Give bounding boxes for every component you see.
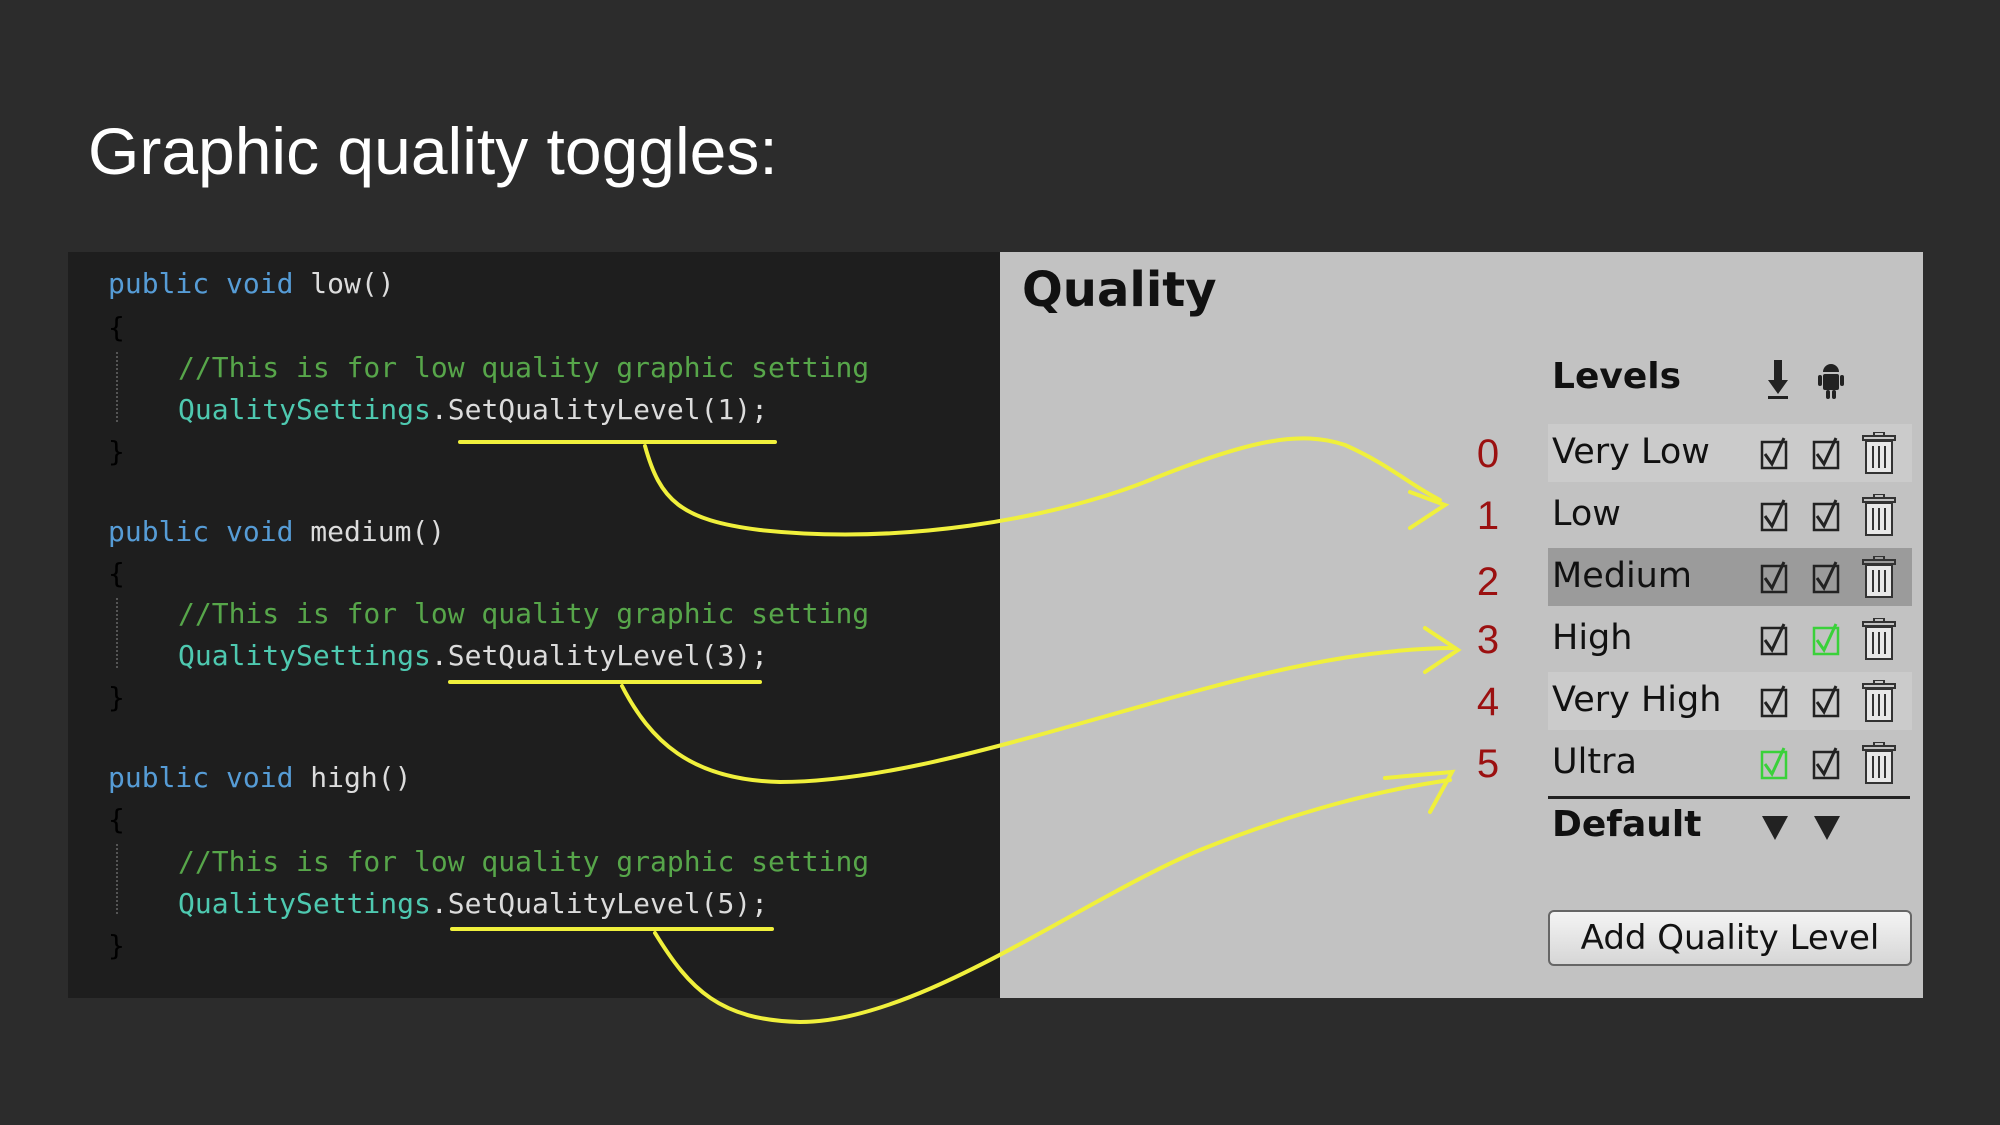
- standalone-checkbox[interactable]: [1760, 684, 1790, 718]
- android-checkbox[interactable]: [1812, 560, 1842, 594]
- arrowhead: [1423, 626, 1462, 674]
- quality-title: Quality: [1022, 262, 1217, 318]
- level-index: 1: [1476, 494, 1500, 538]
- quality-level-row[interactable]: Low: [1548, 486, 1912, 544]
- standalone-checkbox[interactable]: [1760, 498, 1790, 532]
- level-index: 4: [1476, 680, 1500, 724]
- default-label: Default: [1552, 804, 1702, 845]
- level-name: High: [1552, 618, 1633, 658]
- level-index: 2: [1476, 560, 1500, 604]
- add-quality-level-button[interactable]: Add Quality Level: [1548, 910, 1912, 966]
- android-checkbox-default[interactable]: [1812, 622, 1842, 656]
- android-icon: [1818, 364, 1844, 399]
- code-comment: //This is for low quality graphic settin…: [178, 845, 870, 878]
- level-index: 3: [1476, 618, 1500, 662]
- standalone-checkbox-default[interactable]: [1760, 746, 1790, 780]
- open-brace: {: [108, 803, 125, 836]
- android-checkbox[interactable]: [1812, 498, 1842, 532]
- close-brace: }: [108, 929, 125, 962]
- close-brace: }: [108, 681, 125, 714]
- close-brace: }: [108, 435, 125, 468]
- standalone-checkbox[interactable]: [1760, 560, 1790, 594]
- code-panel: public void low() { //This is for low qu…: [68, 252, 1000, 998]
- level-index: 0: [1476, 432, 1500, 476]
- quality-level-row[interactable]: High: [1548, 610, 1912, 668]
- levels-header: Levels: [1552, 356, 1682, 397]
- standalone-checkbox[interactable]: [1760, 436, 1790, 470]
- android-checkbox[interactable]: [1812, 684, 1842, 718]
- trash-icon[interactable]: [1862, 556, 1896, 598]
- level-name: Medium: [1552, 556, 1692, 596]
- standalone-checkbox[interactable]: [1760, 622, 1790, 656]
- arrow-to-level-3: [620, 646, 1457, 785]
- method-signature-medium: public void medium(): [108, 515, 446, 548]
- trash-icon[interactable]: [1862, 742, 1896, 784]
- trash-icon[interactable]: [1862, 494, 1896, 536]
- level-index: 5: [1476, 742, 1500, 786]
- level-name: Ultra: [1552, 742, 1637, 782]
- method-signature-high: public void high(): [108, 761, 412, 794]
- indent-guide: [116, 352, 118, 422]
- arrow-to-level-1: [643, 436, 1442, 537]
- trash-icon[interactable]: [1862, 680, 1896, 722]
- quality-level-row[interactable]: Very High: [1548, 672, 1912, 730]
- quality-level-row[interactable]: Ultra: [1548, 734, 1912, 792]
- arrowhead: [1408, 490, 1450, 530]
- set-quality-call-5: QualitySettings.SetQualityLevel(5);: [178, 887, 769, 920]
- trash-icon[interactable]: [1862, 432, 1896, 474]
- default-dropdown-android[interactable]: [1814, 816, 1840, 840]
- indent-guide: [116, 844, 118, 914]
- set-quality-call-1: QualitySettings.SetQualityLevel(1);: [178, 393, 769, 426]
- open-brace: {: [108, 311, 125, 344]
- android-checkbox[interactable]: [1812, 746, 1842, 780]
- default-dropdown-standalone[interactable]: [1762, 816, 1788, 840]
- android-checkbox[interactable]: [1812, 436, 1842, 470]
- arrowhead: [1383, 769, 1456, 814]
- indent-guide: [116, 598, 118, 668]
- code-comment: //This is for low quality graphic settin…: [178, 351, 870, 384]
- quality-level-row[interactable]: Very Low: [1548, 424, 1912, 482]
- level-name: Very High: [1552, 680, 1722, 720]
- arrow-to-level-5: [653, 778, 1452, 1025]
- download-icon: [1768, 360, 1788, 399]
- level-name: Very Low: [1552, 432, 1710, 472]
- level-name: Low: [1552, 494, 1621, 534]
- code-comment: //This is for low quality graphic settin…: [178, 597, 870, 630]
- divider: [1548, 796, 1910, 799]
- open-brace: {: [108, 557, 125, 590]
- set-quality-call-3: QualitySettings.SetQualityLevel(3);: [178, 639, 769, 672]
- trash-icon[interactable]: [1862, 618, 1896, 660]
- slide-title: Graphic quality toggles:: [88, 114, 778, 188]
- quality-level-row-selected[interactable]: Medium: [1548, 548, 1912, 606]
- method-signature-low: public void low(): [108, 267, 395, 300]
